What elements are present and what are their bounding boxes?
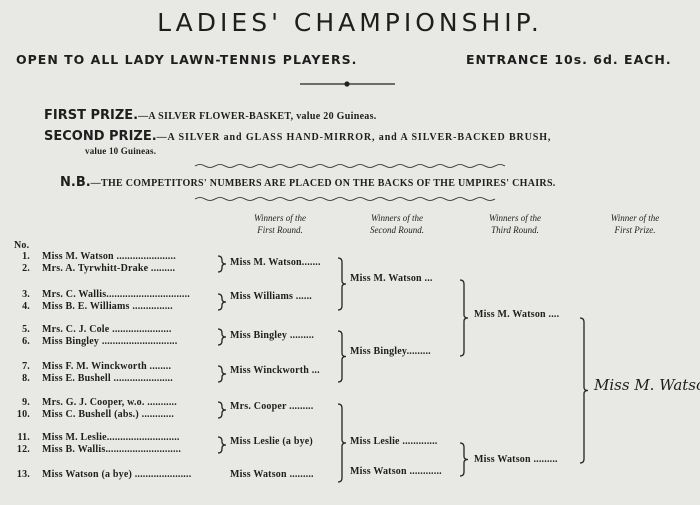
bracket-brace <box>217 328 227 346</box>
header-line: First Round. <box>257 225 303 235</box>
entrant-number: 12. <box>16 444 30 455</box>
round2-winner: Miss M. Watson ... <box>350 273 433 284</box>
round3-winner: Miss M. Watson .... <box>474 309 560 320</box>
bracket-brace <box>217 436 227 454</box>
entrant-name: Miss C. Bushell (abs.) ............ <box>42 409 175 420</box>
second-prize: SECOND PRIZE.—A SILVER and GLASS HAND-MI… <box>44 129 551 144</box>
entrant-number: 5. <box>22 324 30 335</box>
entrant-name: Miss B. E. Williams ............... <box>42 301 173 312</box>
second-prize-label: SECOND PRIZE. <box>44 129 157 144</box>
entrant-number: 2. <box>22 263 30 274</box>
entrant-name: Mrs. C. J. Cole ...................... <box>42 324 172 335</box>
round1-winner: Miss Watson ......... <box>230 469 314 480</box>
entrant-name: Miss Bingley ...........................… <box>42 336 178 347</box>
header-line: First Prize. <box>614 225 656 235</box>
page-title: LADIES' CHAMPIONSHIP. <box>157 8 543 37</box>
nb-note: N.B.—THE COMPETITORS' NUMBERS ARE PLACED… <box>60 175 556 190</box>
bracket-brace <box>217 365 227 383</box>
entrant-number: 11. <box>17 432 30 443</box>
entrant-number: 8. <box>22 373 30 384</box>
entrant-number: 10. <box>16 409 30 420</box>
entrant-name: Miss M. Leslie..........................… <box>42 432 180 443</box>
entrant-name: Mrs. A. Tyrwhitt-Drake ......... <box>42 263 176 274</box>
round2-winner: Miss Bingley......... <box>350 346 431 357</box>
second-prize-desc: —A SILVER and GLASS HAND-MIRROR, and A S… <box>156 132 552 143</box>
round3-winner: Miss Watson ......... <box>474 454 558 465</box>
entrant-name: Miss M. Watson ...................... <box>42 251 176 262</box>
bracket-brace <box>337 330 347 383</box>
header-line: Winners of the <box>489 213 541 223</box>
bracket-brace <box>217 255 227 273</box>
bracket-brace <box>217 293 227 311</box>
second-prize-value: value 10 Guineas. <box>85 146 157 156</box>
entrant-number: 7. <box>22 361 30 372</box>
round2-winner: Miss Leslie ............. <box>350 436 438 447</box>
entrant-name: Mrs. C. Wallis..........................… <box>42 289 190 300</box>
header-line: Winner of the <box>610 213 660 223</box>
first-prize-desc: —A SILVER FLOWER-BASKET, value 20 Guinea… <box>138 111 377 122</box>
wavy-rule <box>194 197 496 201</box>
round1-winner: Miss Williams ...... <box>230 291 312 302</box>
nb-text: —THE COMPETITORS' NUMBERS ARE PLACED ON … <box>90 178 556 189</box>
entrant-name: Miss B. Wallis..........................… <box>42 444 182 455</box>
round1-winner: Miss M. Watson....... <box>230 257 321 268</box>
entrant-number: 6. <box>22 336 30 347</box>
bracket-brace <box>217 401 227 419</box>
bracket-brace <box>337 257 347 311</box>
header-line: Third Round. <box>491 225 539 235</box>
round1-winner: Mrs. Cooper ......... <box>230 401 314 412</box>
eligibility-line: OPEN TO ALL LADY LAWN-TENNIS PLAYERS. <box>16 52 358 67</box>
bracket-brace <box>459 279 469 357</box>
header-line: Second Round. <box>370 225 424 235</box>
entrant-name: Miss E. Bushell ...................... <box>42 373 173 384</box>
nb-label: N.B. <box>60 175 91 190</box>
ornament-dot <box>344 81 350 87</box>
entrant-number: 3. <box>22 289 30 300</box>
entrant-name: Miss F. M. Winckworth ........ <box>42 361 172 372</box>
round1-winner: Miss Leslie (a bye) <box>230 436 313 447</box>
entrant-name: Mrs. G. J. Cooper, w.o. ........... <box>42 397 177 408</box>
entrant-number: 9. <box>22 397 30 408</box>
entrant-number: 13. <box>16 469 30 480</box>
wavy-rule <box>194 164 506 168</box>
header-line: Winners of the <box>254 213 306 223</box>
round1-winner: Miss Bingley ......... <box>230 330 315 341</box>
entrant-number: 1. <box>22 251 30 262</box>
first-prize: FIRST PRIZE.—A SILVER FLOWER-BASKET, val… <box>44 108 377 123</box>
round2-winner: Miss Watson ............ <box>350 466 442 477</box>
round1-winner: Miss Winckworth ... <box>230 365 320 376</box>
bracket-brace <box>579 317 589 464</box>
entrant-number: 4. <box>22 301 30 312</box>
bracket-brace <box>337 403 347 483</box>
number-column-label: No. <box>14 240 30 251</box>
bracket-brace <box>459 442 469 477</box>
prize-winner: Miss M. Watson <box>594 376 700 394</box>
header-line: Winners of the <box>371 213 423 223</box>
first-prize-label: FIRST PRIZE. <box>44 108 139 123</box>
entrance-fee: ENTRANCE 10s. 6d. EACH. <box>466 52 672 67</box>
entrant-name: Miss Watson (a bye) ....................… <box>42 469 192 480</box>
